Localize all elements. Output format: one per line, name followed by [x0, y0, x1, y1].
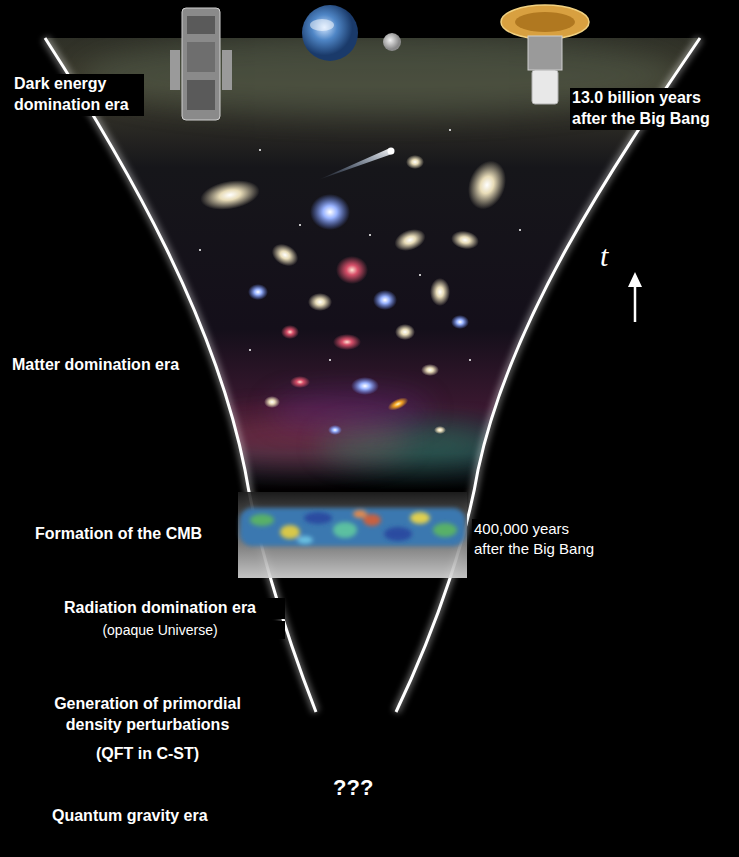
galaxy: [430, 278, 450, 306]
star: [469, 359, 471, 361]
galaxy: [198, 176, 262, 214]
era-label: Formation of the CMB: [33, 524, 204, 545]
time-label-box: 400,000 years after the Big Bang: [472, 519, 602, 558]
cmb-spot: [280, 525, 300, 539]
galaxy: [406, 155, 424, 169]
era-label-box: Dark energy domination era: [12, 74, 144, 116]
galaxy: [434, 426, 446, 434]
era-label-box: Radiation domination era: [35, 598, 285, 619]
galaxy: [451, 315, 469, 329]
satellite-base: [532, 70, 558, 104]
era-label: Quantum gravity era: [50, 806, 210, 827]
arrow-head: [628, 272, 642, 287]
cmb-map: [238, 492, 467, 578]
unknown-mark-box: ???: [331, 774, 375, 803]
era-label-box: Quantum gravity era: [50, 806, 210, 827]
solar-panel: [170, 50, 180, 90]
telescope-body: [182, 8, 220, 120]
galaxy: [264, 396, 280, 408]
galaxy: [308, 293, 332, 311]
cmb-fluctuations: [250, 510, 457, 544]
cmb-frame: [238, 492, 467, 578]
earth: [302, 5, 358, 61]
star: [259, 149, 261, 151]
funnel-edge: [396, 38, 700, 712]
star: [329, 359, 331, 361]
era-label: Generation of primordial density perturb…: [35, 694, 260, 736]
cmb-spot: [333, 522, 357, 538]
galaxy: [373, 290, 397, 310]
era-note-box: (QFT in C-ST): [35, 744, 260, 765]
satellite-dish: [515, 12, 575, 32]
era-note: (opaque Universe): [35, 621, 285, 639]
axis-label: t: [598, 236, 610, 275]
moon: [383, 33, 401, 51]
cmb-spot: [353, 510, 367, 518]
cmb-spot: [384, 527, 412, 541]
unknown-mark: ???: [331, 774, 375, 803]
era-note-box: (opaque Universe): [35, 621, 285, 639]
comet-head: [388, 148, 395, 155]
galaxy: [351, 377, 379, 395]
comet-tail: [318, 148, 392, 180]
star: [299, 224, 301, 226]
satellite-dish: [501, 5, 589, 39]
era-label: Radiation domination era: [35, 598, 285, 619]
galaxy: [392, 225, 429, 255]
funnel-glow: [396, 38, 700, 712]
time-label-box: 13.0 billion years after the Big Bang: [570, 88, 722, 130]
galaxy: [290, 376, 310, 388]
era-label: Matter domination era: [10, 355, 181, 376]
era-note: (QFT in C-ST): [35, 744, 260, 765]
galaxy: [450, 229, 481, 252]
nebula: [270, 390, 430, 430]
telescope-panel: [187, 80, 215, 110]
telescope-panel: [187, 42, 215, 72]
space-telescope: [170, 8, 232, 120]
era-label-box: Formation of the CMB: [33, 524, 204, 545]
star: [419, 274, 421, 276]
galaxy: [268, 239, 302, 270]
galaxy: [248, 284, 268, 300]
galaxy: [336, 256, 368, 284]
star: [519, 229, 521, 231]
sky-ground: [0, 30, 739, 490]
galaxy: [281, 325, 299, 339]
era-label: Dark energy domination era: [12, 74, 144, 116]
solar-panel: [222, 50, 232, 90]
era-label-box: Generation of primordial density perturb…: [35, 694, 260, 736]
earth-clouds: [310, 19, 334, 31]
time-label: 400,000 years after the Big Bang: [472, 519, 602, 558]
comet: [318, 148, 395, 181]
galaxy: [386, 395, 410, 413]
arrow-shaft: [634, 284, 637, 322]
star: [449, 129, 451, 131]
galaxy: [328, 425, 342, 435]
galaxies: [198, 155, 512, 435]
star: [249, 349, 251, 351]
time-label: 13.0 billion years after the Big Bang: [570, 88, 722, 130]
cmb-spot: [433, 523, 457, 537]
time-arrow: [628, 272, 642, 322]
cmb-sky: [240, 508, 465, 546]
star: [199, 249, 201, 251]
galaxy: [333, 334, 361, 350]
cmb-spot: [304, 512, 332, 524]
galaxy: [310, 194, 350, 230]
galaxy: [462, 155, 513, 214]
cmb-spot: [250, 514, 274, 526]
cmb-spot: [410, 512, 430, 524]
cmb-spot: [297, 536, 313, 544]
universe-interior: [0, 30, 739, 490]
galaxy: [395, 324, 415, 340]
stars: [199, 129, 521, 361]
star: [369, 234, 371, 236]
satellite-body: [528, 36, 562, 70]
telescope-panel: [187, 16, 215, 34]
axis-label-box: t: [598, 236, 610, 275]
galaxy: [421, 364, 439, 376]
era-label-box: Matter domination era: [10, 355, 181, 376]
